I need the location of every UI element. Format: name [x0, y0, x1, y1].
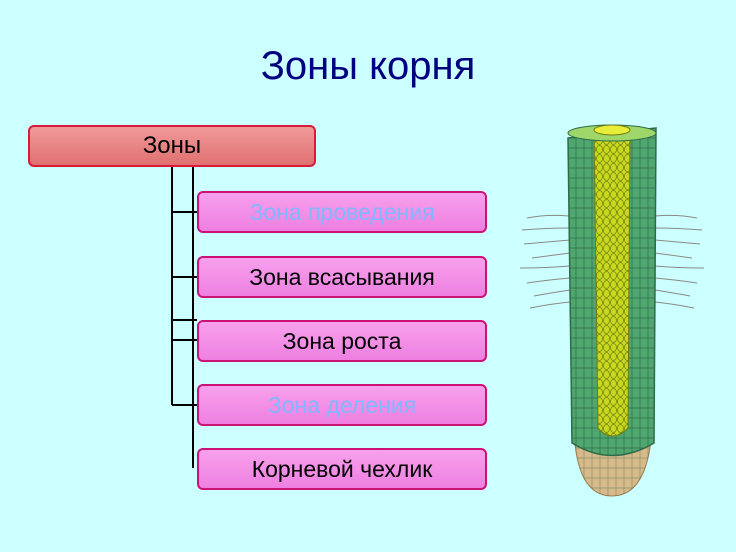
zone-absorption-button[interactable]: Зона всасывания [197, 256, 487, 298]
root-tip-illustration [519, 124, 705, 497]
slide-title: Зоны корня [260, 44, 476, 88]
root-cap-button[interactable]: Корневой чехлик [197, 448, 487, 490]
root-hairs-icon [519, 214, 705, 309]
zone-conduction-button[interactable]: Зона проведения [197, 191, 487, 233]
zones-root-box: Зоны [28, 125, 316, 167]
zone-growth-button[interactable]: Зона роста [197, 320, 487, 362]
zone-division-button[interactable]: Зона деления [197, 384, 487, 426]
